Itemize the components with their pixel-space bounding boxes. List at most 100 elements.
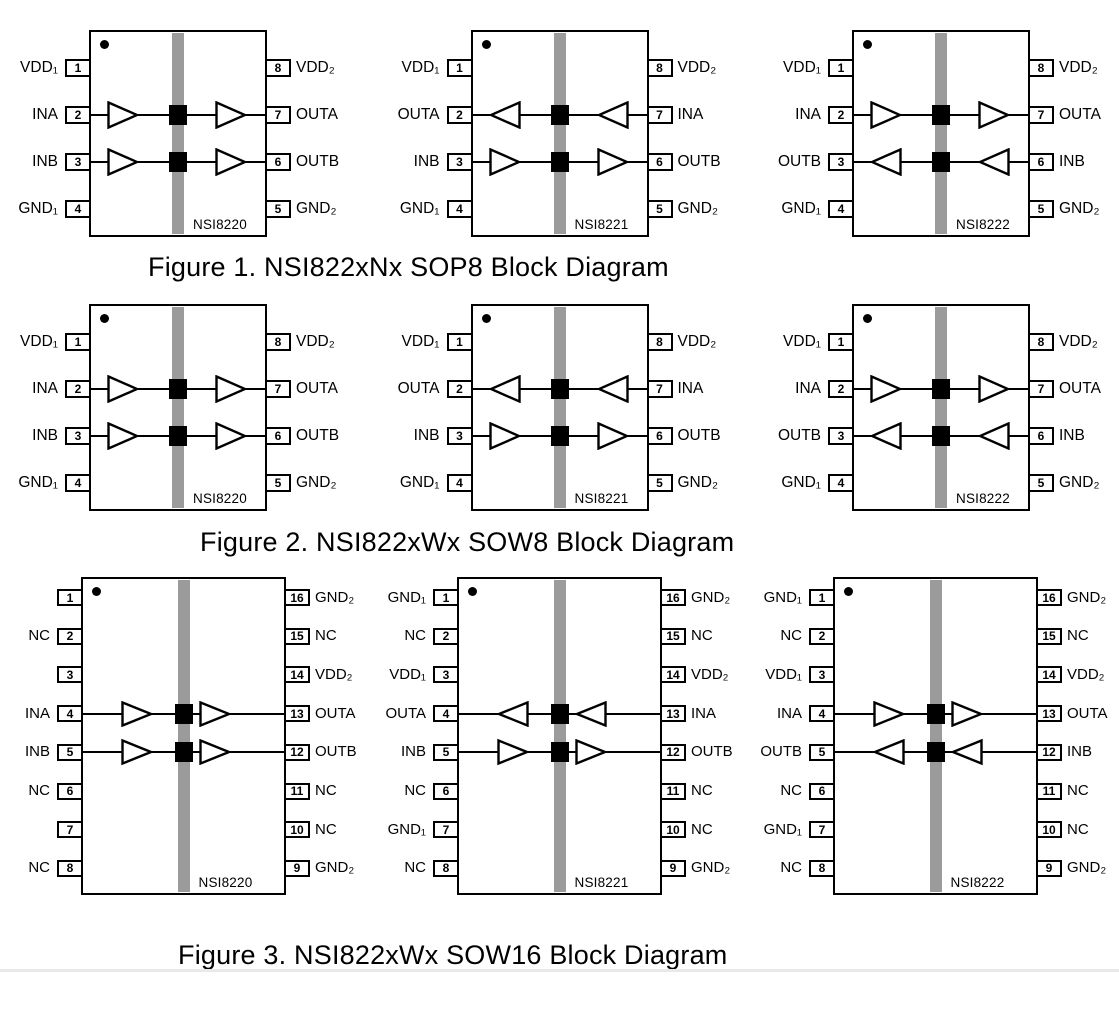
pin-4-box: 4: [828, 473, 854, 492]
chip-part-number: NSI8222: [956, 217, 1010, 232]
figure-1-caption: Figure 1. NSI822xNx SOP8 Block Diagram: [148, 252, 669, 282]
pin-3-label: OUTB: [777, 153, 821, 170]
buffer-triangle-right-icon: [199, 739, 231, 766]
pin-4-box: 4: [446, 200, 473, 218]
pin-14-label: VDD₂: [691, 665, 729, 683]
pin-8-label: NC: [404, 859, 426, 877]
pin-5-label: GND₂: [677, 200, 718, 217]
buffer-triangle-left-icon: [575, 700, 607, 727]
buffer-triangle-left-icon: [488, 374, 521, 403]
pin-10-box: 10: [1036, 821, 1062, 839]
pin-1-box: 1: [57, 589, 83, 606]
pin-1-box: 1: [828, 59, 854, 77]
buffer-triangle-left-icon: [870, 148, 902, 176]
isolation-barrier: [172, 33, 184, 234]
pin-7-label: GND₁: [763, 820, 802, 838]
isolation-coupler: [926, 703, 945, 724]
pin-7-label: [7, 820, 50, 840]
pin-7-label: OUTA: [1059, 106, 1101, 123]
pin-10-box: 10: [284, 821, 310, 839]
pin-5-box: 5: [265, 200, 291, 218]
pin-2-box: 2: [446, 379, 473, 398]
buffer-triangle-left-icon: [870, 421, 902, 450]
pin-4-label: GND₁: [399, 473, 440, 491]
isolation-barrier: [553, 33, 566, 234]
pin-2-label: NC: [28, 627, 50, 645]
pin-12-box: 12: [284, 743, 310, 761]
pin-3-box: 3: [809, 666, 835, 684]
pin-12-box: 12: [660, 743, 686, 761]
pin-9-box: 9: [284, 859, 310, 877]
pin-2-box: 2: [828, 106, 854, 124]
page-bottom-edge: [0, 969, 1119, 973]
pin-16-label: GND₂: [1067, 588, 1107, 606]
buffer-triangle-left-icon: [978, 421, 1010, 450]
pin-5-box: 5: [1028, 473, 1054, 492]
pin-5-box: 5: [646, 473, 673, 492]
chip-part-number: NSI8221: [574, 490, 629, 506]
isolation-coupler: [932, 105, 950, 125]
pin-9-box: 9: [1036, 859, 1062, 877]
isolation-coupler: [932, 378, 950, 399]
pin-15-box: 15: [1036, 627, 1062, 645]
pin-3-label: INB: [32, 153, 58, 170]
isolation-coupler: [169, 152, 187, 172]
isolation-coupler: [174, 742, 193, 763]
pin-16-box: 16: [284, 589, 310, 606]
buffer-triangle-right-icon: [215, 421, 247, 450]
pin-6-box: 6: [265, 426, 291, 445]
pin-10-label: NC: [315, 820, 337, 838]
pin-7-box: 7: [265, 379, 291, 398]
pin-10-label: NC: [691, 820, 713, 838]
pin-5-label: GND₂: [677, 473, 718, 491]
pin-8-box: 8: [646, 332, 673, 351]
isolation-coupler: [932, 152, 950, 172]
pin-7-label: OUTA: [1059, 379, 1101, 397]
pin-8-box: 8: [646, 59, 673, 77]
isolation-coupler: [169, 425, 187, 446]
pin-5-box: 5: [433, 743, 459, 761]
pin-8-box: 8: [433, 859, 459, 877]
pin-6-box: 6: [433, 782, 459, 800]
pin1-dot: [481, 313, 491, 323]
pin-8-box: 8: [809, 859, 835, 877]
pin-5-box: 5: [1028, 200, 1054, 218]
pin-11-label: NC: [691, 782, 713, 799]
pin-3-box: 3: [65, 426, 91, 445]
pin-16-box: 16: [660, 589, 686, 606]
pin-1-label: VDD₁: [783, 332, 821, 350]
pin-11-box: 11: [284, 782, 310, 800]
pin-7-box: 7: [1028, 106, 1054, 124]
pin-2-label: OUTA: [397, 379, 440, 397]
pin-3-box: 3: [828, 153, 854, 171]
pin-6-box: 6: [646, 426, 673, 445]
pin-5-label: INB: [400, 743, 426, 761]
pin-8-label: VDD₂: [677, 332, 717, 350]
buffer-triangle-right-icon: [951, 700, 983, 727]
pin-13-label: OUTA: [315, 704, 356, 722]
pin1-dot: [481, 40, 491, 49]
pin-6-label: INB: [1059, 153, 1085, 170]
isolation-barrier: [929, 579, 942, 892]
pin-5-label: GND₂: [296, 473, 337, 491]
pin-13-box: 13: [660, 705, 686, 723]
pin-6-label: NC: [28, 782, 50, 799]
pin-5-box: 5: [809, 743, 835, 761]
pin-4-box: 4: [65, 473, 91, 492]
pin-8-label: NC: [28, 859, 50, 877]
pin-9-box: 9: [660, 859, 686, 877]
pin-14-box: 14: [660, 666, 686, 684]
isolation-coupler: [550, 378, 569, 399]
pin-4-label: OUTA: [385, 704, 426, 722]
pin-7-box: 7: [265, 106, 291, 124]
pin-1-label: [7, 588, 50, 608]
pin-2-label: INA: [32, 379, 58, 397]
figure-3-caption: Figure 3. NSI822xWx SOW16 Block Diagram: [178, 939, 728, 970]
pin-7-label: GND₁: [387, 820, 426, 838]
